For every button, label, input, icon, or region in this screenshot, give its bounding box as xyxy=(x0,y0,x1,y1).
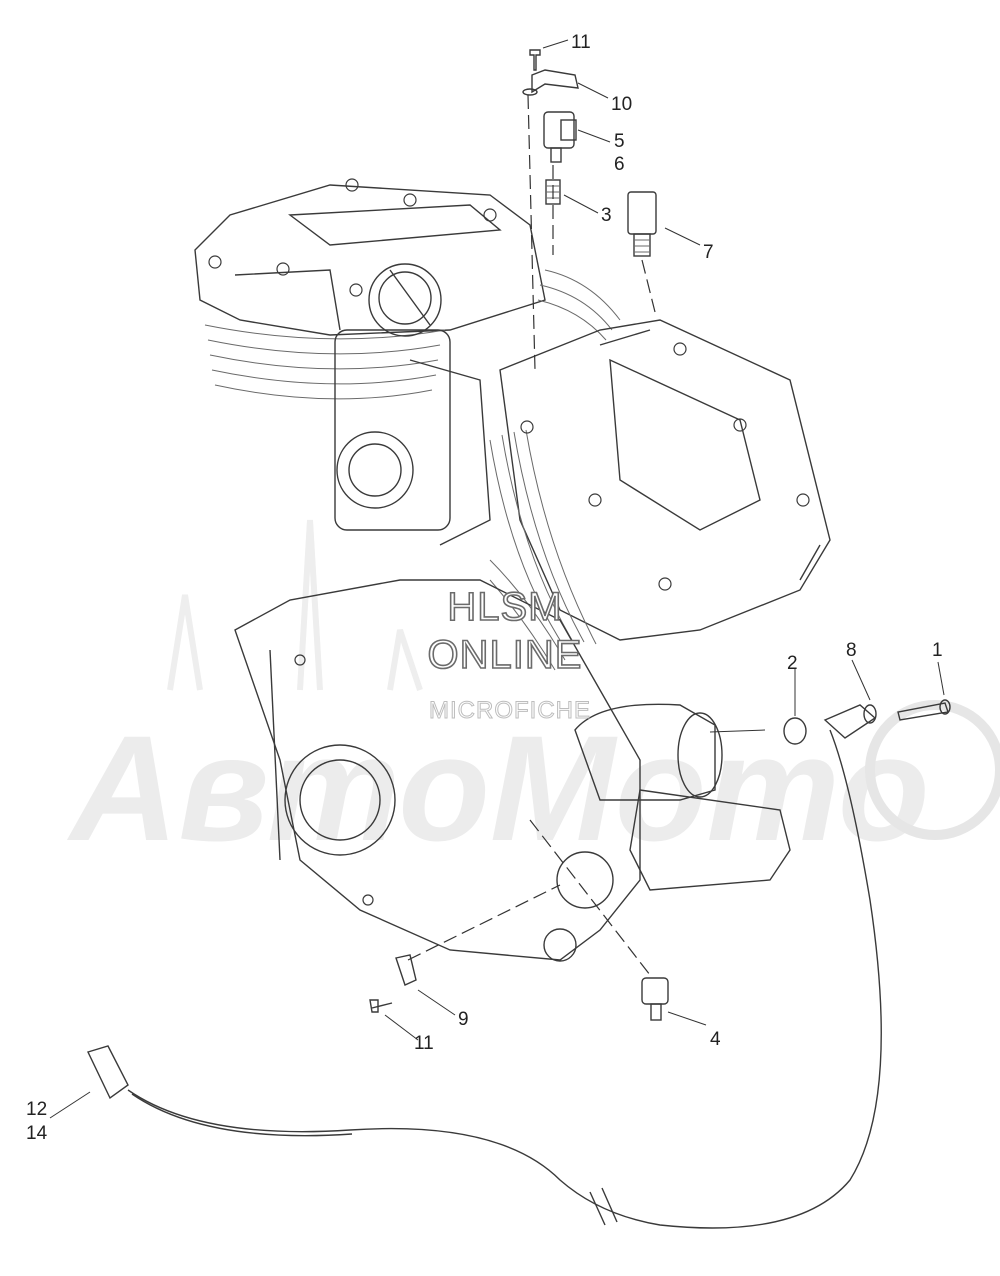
watermark-line-2: ONLINE xyxy=(428,633,583,677)
callout-7: 7 xyxy=(703,242,714,263)
part-10-clip xyxy=(522,69,579,96)
part-5-6-map-sensor xyxy=(543,111,577,163)
callout-11-top: 11 xyxy=(571,32,591,53)
part-1-bolt xyxy=(897,699,951,721)
watermark-line-1: HLSM xyxy=(447,585,562,629)
callout-11-bottom: 11 xyxy=(414,1033,434,1054)
watermark-line-3: MICROFICHE xyxy=(429,697,591,724)
engine-assembly xyxy=(194,178,831,962)
watermark-text: HLSM ONLINE MICROFICHE xyxy=(427,584,591,724)
callout-8: 8 xyxy=(846,640,857,661)
callout-1: 1 xyxy=(932,640,943,661)
part-4-switch xyxy=(641,977,669,1021)
part-2-o-ring xyxy=(783,717,807,745)
callout-10: 10 xyxy=(611,94,632,115)
callout-4: 4 xyxy=(710,1029,721,1050)
part-11-screw-top xyxy=(529,49,541,71)
callout-14: 14 xyxy=(26,1123,48,1144)
callout-12: 12 xyxy=(26,1099,47,1120)
watermark-logo: АвтоМото xyxy=(66,519,1000,872)
callout-3: 3 xyxy=(601,205,612,226)
part-7-sensor xyxy=(627,191,657,257)
part-11-screw-bottom xyxy=(369,999,393,1013)
callout-5: 5 xyxy=(614,131,625,152)
leader-lines xyxy=(49,39,945,1119)
callout-6: 6 xyxy=(614,154,625,175)
watermark-logo-text: АвтоМото xyxy=(66,704,930,872)
part-12-14-connector-harness xyxy=(87,729,882,1229)
part-9-clip xyxy=(395,954,417,986)
callout-9: 9 xyxy=(458,1009,469,1030)
part-8-sensor xyxy=(823,704,877,739)
callout-2: 2 xyxy=(787,653,798,674)
callout-labels: 1 2 3 4 5 6 7 8 9 10 11 11 12 14 xyxy=(26,32,943,1144)
